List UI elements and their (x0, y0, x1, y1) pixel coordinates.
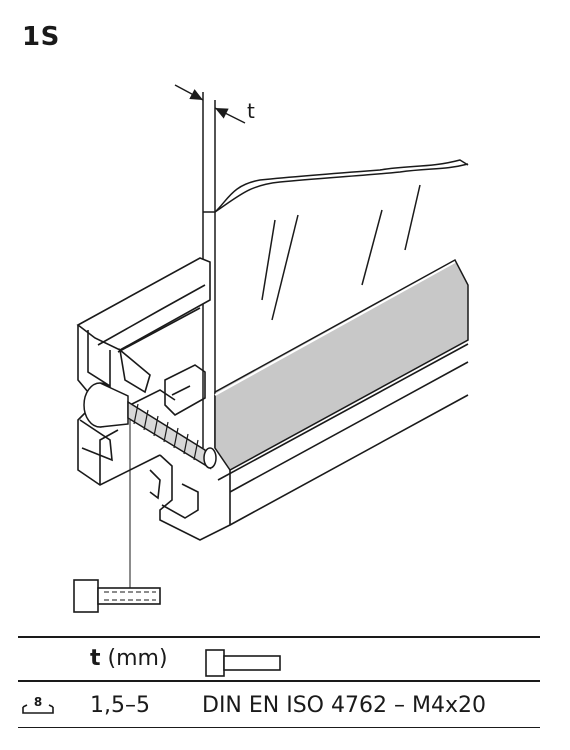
table-rule-top (18, 636, 540, 638)
tool-size-label: 8 (34, 695, 42, 709)
assembly-drawing: t (73, 84, 469, 613)
screw-icon (205, 649, 281, 677)
hex-key-8-icon: 8 (22, 695, 54, 714)
seal-strip (214, 258, 469, 471)
t-unit: (mm) (107, 646, 168, 671)
table-rule-mid (18, 680, 540, 682)
t-symbol: t (90, 646, 101, 671)
aluminium-profile (76, 257, 469, 541)
table-cell-screw-spec: DIN EN ISO 4762 – M4x20 (202, 693, 486, 718)
dimension-label-t: t (247, 99, 255, 123)
thickness-dimension (174, 84, 246, 124)
table-header-thickness: t (mm) (90, 646, 168, 671)
callout-screw-icon (73, 579, 161, 613)
table-rule-bottom (18, 727, 540, 728)
table-cell-t-range: 1,5–5 (90, 693, 150, 718)
page-title: 1S (22, 22, 60, 52)
fastening-screw (83, 382, 217, 470)
glass-panel (202, 92, 469, 448)
